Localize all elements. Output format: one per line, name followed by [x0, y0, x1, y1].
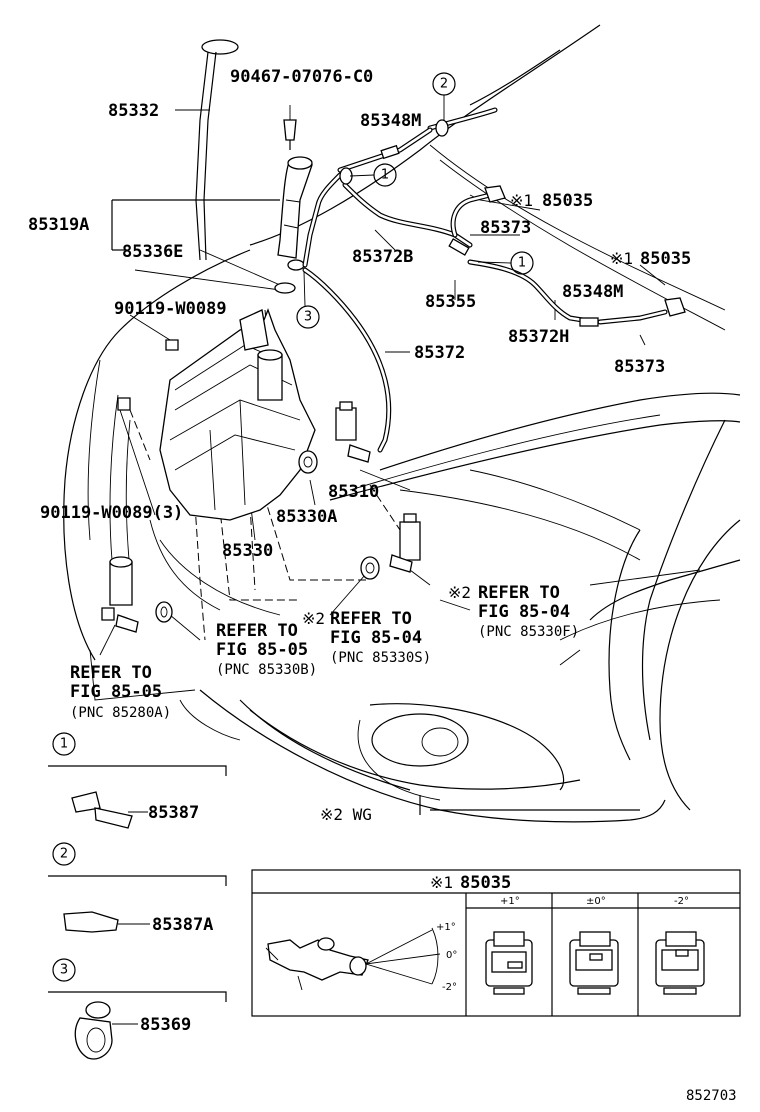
legend-circle-3: [52, 958, 76, 982]
label-85373-b: 85373: [614, 357, 665, 377]
part-labels: 85332 90467-07076-C0 85319A 85336E 85348…: [28, 67, 691, 561]
filler-neck: [274, 156, 313, 294]
refer-85330b-line3: (PNC 85330B): [216, 662, 317, 678]
legend-circle-2: [52, 842, 76, 866]
label-85330: 85330: [222, 541, 273, 561]
figure-id: 852703: [686, 1088, 737, 1104]
callout-circle-2-label: 2: [440, 77, 448, 92]
legend-circle-2-label: 2: [60, 847, 68, 862]
mark-1-a: ※1: [510, 191, 533, 210]
nozzle-view-plus1: [485, 931, 533, 995]
label-85372b: 85372B: [352, 247, 413, 267]
legend-clips: 1 85387 2 85387A 3 85369: [48, 732, 227, 1060]
label-85319a: 85319A: [28, 215, 89, 235]
callout-circle-3: [296, 305, 320, 329]
label-90467-07076-c0: 90467-07076-C0: [230, 67, 373, 87]
label-85035-b: 85035: [640, 249, 691, 269]
nozzle-view-minus2: [655, 931, 705, 995]
clip-90467: [283, 119, 297, 150]
clip-85387a-icon: [63, 911, 119, 933]
inset-angle-minus2: -2°: [442, 982, 457, 993]
inset-col-zero: ±0°: [586, 896, 606, 907]
refer-85330b-line2: FIG 85-05: [216, 640, 308, 660]
inset-angle-plus1: +1°: [436, 922, 456, 933]
legend-circle-1-label: 1: [60, 737, 68, 752]
refer-85330s-line3: (PNC 85330S): [330, 650, 431, 666]
inset-col-minus2: -2°: [674, 896, 689, 907]
callout-circle-1b-label: 1: [518, 256, 526, 271]
clip-85387-icon: [71, 791, 101, 813]
pump-85280a: [101, 556, 173, 633]
label-85372: 85372: [414, 343, 465, 363]
refer-85280a: REFER TO FIG 85-05 (PNC 85280A): [70, 663, 171, 721]
label-90119-w0089: 90119-W0089: [114, 299, 227, 319]
refer-85330f-line2: FIG 85-04: [478, 602, 570, 622]
inset-col-plus1: +1°: [500, 896, 520, 907]
pump-85330f: [360, 513, 421, 580]
refer-85330f-line1: REFER TO: [478, 583, 560, 603]
legend-circle-1: [52, 732, 76, 756]
callout-circle-1a-label: 1: [381, 168, 389, 183]
washer-filler-pipe: [195, 39, 239, 261]
inset-title-part: 85035: [460, 873, 511, 893]
refer-85330f: ※2 REFER TO FIG 85-04 (PNC 85330F): [448, 583, 579, 640]
label-85310: 85310: [328, 482, 379, 502]
note-wg: ※2 WG: [320, 805, 372, 824]
label-85348m-a: 85348M: [360, 111, 421, 131]
mark-1-b: ※1: [610, 249, 633, 268]
callout-circles: 2 1 1 3: [296, 72, 534, 329]
legend-part-85387a: 85387A: [152, 915, 213, 935]
refer-85280a-line1: REFER TO: [70, 663, 152, 683]
refer-85330s: ※2 REFER TO FIG 85-04 (PNC 85330S): [302, 609, 431, 666]
car-body-outline: [63, 24, 741, 823]
refer-85330b: REFER TO FIG 85-05 (PNC 85330B): [216, 621, 317, 678]
label-85332: 85332: [108, 101, 159, 121]
label-85373-a: 85373: [480, 218, 531, 238]
label-85336e: 85336E: [122, 242, 183, 262]
legend-part-85387: 85387: [148, 803, 199, 823]
legend-circle-3-label: 3: [60, 963, 68, 978]
refer-85330f-note: ※2: [448, 583, 471, 602]
label-85348m-b: 85348M: [562, 282, 623, 302]
label-85372h: 85372H: [508, 327, 569, 347]
callout-circle-3-label: 3: [304, 310, 312, 325]
clip-85369-icon: [74, 1017, 113, 1060]
washer-tank: [117, 308, 371, 521]
refer-85330b-line1: REFER TO: [216, 621, 298, 641]
label-85330a: 85330A: [276, 507, 337, 527]
washer-hoses: [302, 107, 668, 453]
label-85035-a: 85035: [542, 191, 593, 211]
label-90119-w0089-3: 90119-W0089(3): [40, 503, 183, 523]
inset-angle-zero: 0°: [446, 950, 457, 961]
joints-nozzles: [339, 119, 686, 327]
refer-85330s-line1: REFER TO: [330, 609, 412, 629]
refer-85330s-line2: FIG 85-04: [330, 628, 422, 648]
legend-part-85369: 85369: [140, 1015, 191, 1035]
refer-85280a-line2: FIG 85-05: [70, 682, 162, 702]
label-85355: 85355: [425, 292, 476, 312]
inset-title-mark: ※1: [430, 873, 453, 892]
inset-frame: [251, 869, 741, 1017]
refer-85330f-line3: (PNC 85330F): [478, 624, 579, 640]
inset-85035: ※1 85035 +1° ±0° -2° +1° 0° -2°: [251, 869, 741, 1017]
refer-85330s-note: ※2: [302, 609, 325, 628]
nozzle-view-zero: [569, 931, 619, 995]
refer-85280a-line3: (PNC 85280A): [70, 705, 171, 721]
